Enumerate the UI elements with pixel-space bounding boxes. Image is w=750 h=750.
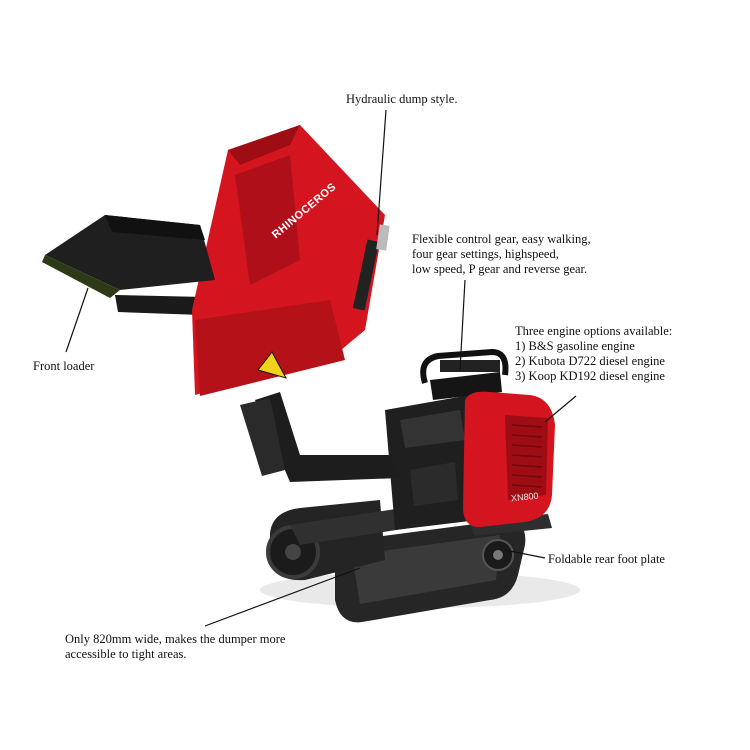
callout-control-gear: Flexible control gear, easy walking, fou… [412,232,591,276]
engine-cover [463,391,555,528]
callout-width: Only 820mm wide, makes the dumper more a… [65,632,286,661]
boom-arm [240,392,400,482]
callout-engine-options: Three engine options available: 1) B&S g… [515,324,673,383]
control-tower [385,348,509,530]
dump-hopper [192,125,390,396]
callout-hydraulic-dump: Hydraulic dump style. [346,92,458,106]
callout-front-loader: Front loader [33,359,95,373]
front-loader-bucket [42,215,215,298]
callout-foot-plate: Foldable rear foot plate [548,552,665,566]
